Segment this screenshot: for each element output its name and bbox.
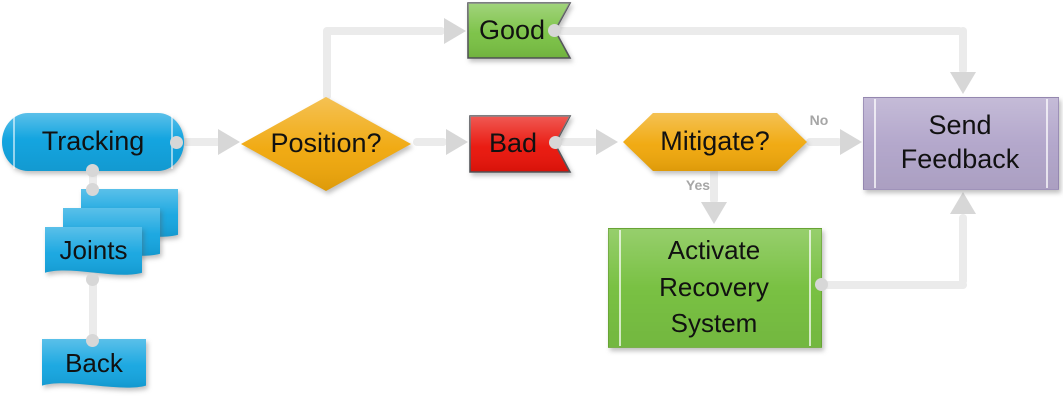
connector-start-dot <box>86 164 99 177</box>
connector-position-bad <box>413 138 447 146</box>
arrowhead-into-good <box>444 18 466 44</box>
arrowhead-into-activate <box>701 202 727 224</box>
arrowhead-into-bad <box>446 129 468 155</box>
cylinder-cap-line <box>13 115 15 169</box>
connector-good-feedback-horizontal <box>558 27 963 35</box>
connector-start-dot <box>170 136 183 149</box>
connector-bad-mitigate <box>560 138 598 146</box>
tracking-node <box>2 113 184 171</box>
back-node <box>42 339 146 397</box>
connector-tracking-joints <box>89 167 97 193</box>
joints-node <box>45 227 142 284</box>
good-node <box>468 3 570 58</box>
activate-recovery-node <box>608 228 822 348</box>
connector-position-good-horizontal <box>323 27 445 35</box>
connector-joints-back <box>89 277 97 343</box>
edge-label-no: No <box>809 112 829 128</box>
mitigate-node <box>623 113 807 171</box>
process-side-line <box>619 230 621 346</box>
arrowhead-into-feedback-top <box>950 72 976 94</box>
activate-recovery-label: Activate Recovery System <box>659 235 769 339</box>
position-label: Position? <box>270 128 382 159</box>
arrowhead-into-mitigate <box>596 129 618 155</box>
connector-tracking-position <box>182 138 222 146</box>
back-label: Back <box>65 347 123 378</box>
connector-position-good-vertical <box>323 28 331 100</box>
mitigate-label: Mitigate? <box>660 126 770 157</box>
connector-mitigate-feedback <box>806 138 842 146</box>
connector-start-dot <box>815 278 828 291</box>
joints-label: Joints <box>59 235 128 266</box>
connector-end-dot <box>86 183 99 196</box>
process-side-line <box>809 230 811 346</box>
connector-end-dot <box>86 334 99 347</box>
process-side-line <box>874 99 876 188</box>
arrowhead-into-feedback-left <box>840 129 862 155</box>
good-label: Good <box>478 14 546 45</box>
connector-activate-feedback-vertical <box>959 214 967 285</box>
bad-node <box>470 116 570 172</box>
connector-mitigate-activate <box>710 168 718 204</box>
connector-start-dot <box>86 273 99 286</box>
edge-label-yes: Yes <box>685 177 711 193</box>
send-feedback-node <box>863 97 1059 190</box>
arrowhead-into-position <box>218 129 240 155</box>
bad-label: Bad <box>488 128 538 159</box>
position-node <box>241 97 411 191</box>
connector-activate-feedback-horizontal <box>824 281 967 289</box>
arrowhead-into-feedback-bottom <box>950 192 976 214</box>
connector-start-dot <box>549 136 562 149</box>
process-side-line <box>1046 99 1048 188</box>
connector-good-feedback-vertical <box>959 27 967 74</box>
connector-start-dot <box>548 24 561 37</box>
send-feedback-label: Send Feedback <box>900 109 1020 174</box>
tracking-label: Tracking <box>41 126 145 157</box>
